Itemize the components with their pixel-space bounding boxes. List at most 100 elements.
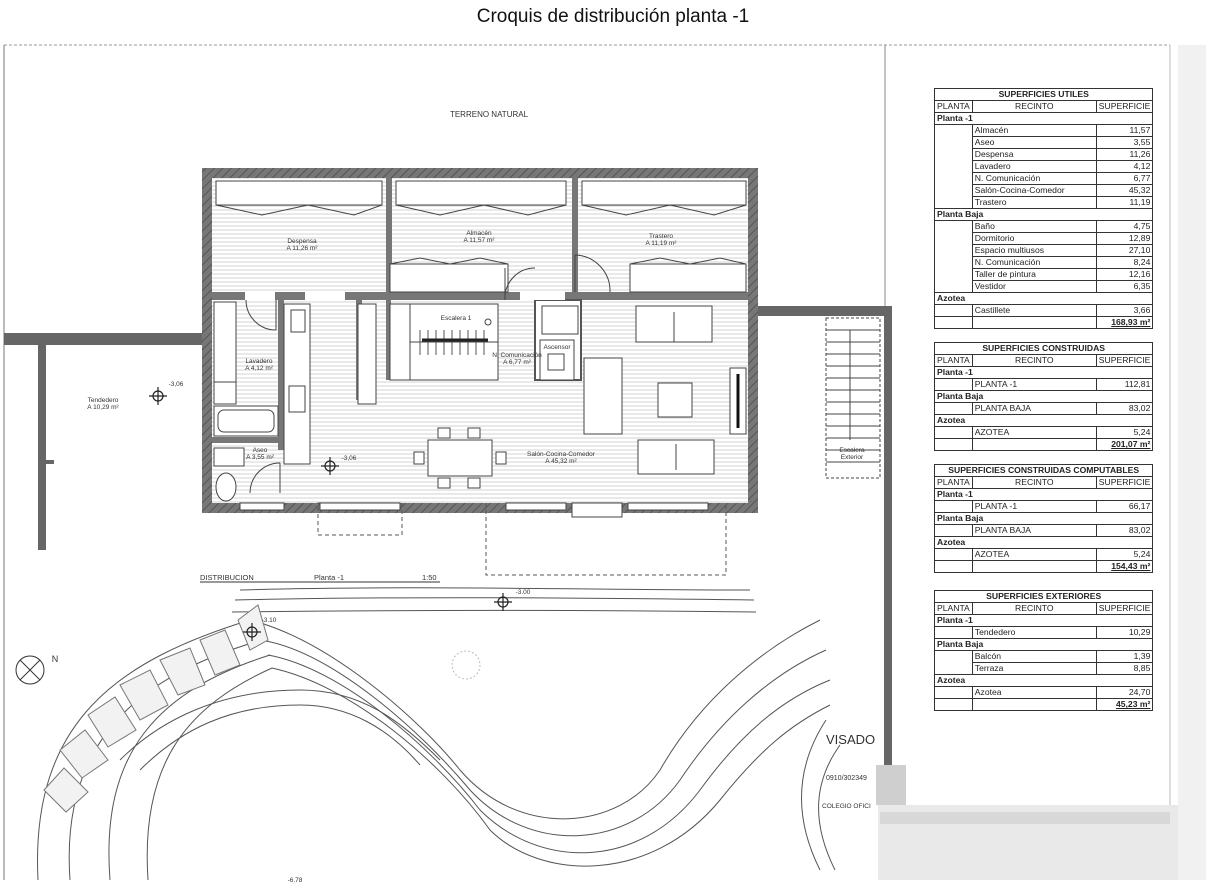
column-header: PLANTA (934, 100, 973, 113)
total-row: 154,43 m² (934, 560, 1154, 573)
room-name: N. Comunicación (492, 352, 542, 359)
column-header: RECINTO (971, 100, 1097, 113)
indent-cell (934, 626, 973, 639)
indent-cell (971, 316, 1097, 329)
indent-cell (971, 560, 1097, 573)
superficie-cell: 112,81 (1095, 378, 1154, 391)
table-title: SUPERFICIES EXTERIORES (933, 590, 1154, 603)
garden-paving (43, 604, 269, 813)
indent-cell (934, 560, 973, 573)
total-cell: 154,43 m² (1095, 560, 1154, 573)
column-header: PLANTA (934, 476, 973, 489)
visado-stamp (876, 765, 1178, 880)
recinto-cell: Azotea (971, 686, 1097, 699)
recinto-cell: Vestidor (971, 280, 1097, 293)
superficie-cell: 11,26 (1095, 148, 1154, 161)
indent-cell (934, 524, 973, 537)
page-title: Croquis de distribución planta -1 (476, 6, 750, 27)
table-title-row: SUPERFICIES UTILES (933, 88, 1154, 101)
recinto-cell: Espacio multiusos (971, 244, 1097, 257)
superficie-cell: 4,75 (1095, 220, 1154, 233)
room-area: A 6,77 m² (503, 359, 532, 366)
recinto-cell: Lavadero (971, 160, 1097, 173)
group-row: Azotea (933, 414, 1154, 427)
superficie-cell: 83,02 (1095, 524, 1154, 537)
group-name: Azotea (933, 292, 1154, 305)
window-sills (239, 502, 709, 518)
caption-floor: Planta -1 (314, 573, 344, 582)
terrain-label: TERRENO NATURAL (450, 110, 529, 119)
table-title-row: SUPERFICIES CONSTRUIDAS (933, 342, 1154, 355)
total-cell: 201,07 m² (1095, 438, 1154, 451)
indent-cell (934, 500, 973, 513)
indent-cell (934, 184, 973, 197)
garden-terraces (37, 587, 841, 881)
superficie-cell: 6,35 (1095, 280, 1154, 293)
recinto-cell: Despensa (971, 148, 1097, 161)
superficie-cell: 11,57 (1095, 124, 1154, 137)
room-name: Despensa (287, 238, 317, 245)
level-value: -3,06 (169, 381, 184, 388)
column-header: SUPERFICIE (1095, 602, 1154, 615)
group-row: Azotea (933, 536, 1154, 549)
indent-cell (934, 426, 973, 439)
indent-cell (934, 160, 973, 173)
room-name: Salón-Cocina-Comedor (527, 451, 596, 458)
column-header: SUPERFICIE (1095, 476, 1154, 489)
indent-cell (934, 256, 973, 269)
doors (245, 254, 611, 494)
recinto-cell: Dormitorio (971, 232, 1097, 245)
level-markers (149, 387, 512, 641)
group-name: Planta -1 (933, 614, 1154, 627)
group-row: Planta -1 (933, 488, 1154, 501)
indent-cell (934, 172, 973, 185)
indent-cell (934, 124, 973, 137)
room-name: Almacén (466, 230, 492, 237)
column-header: PLANTA (934, 354, 973, 367)
superficie-cell: 27,10 (1095, 244, 1154, 257)
indent-cell (934, 650, 973, 663)
indent-cell (934, 438, 973, 451)
room-name: Escalera 1 (441, 315, 472, 322)
caption-scale: 1:50 (422, 573, 437, 582)
level-value: -3,06 (342, 455, 357, 462)
recinto-cell: Tendedero (971, 626, 1097, 639)
superficie-cell: 5,24 (1095, 426, 1154, 439)
indent-cell (934, 316, 973, 329)
group-name: Azotea (933, 674, 1154, 687)
group-name: Planta -1 (933, 366, 1154, 379)
sheet-frame (3, 44, 1206, 880)
table-title: SUPERFICIES CONSTRUIDAS (933, 342, 1154, 355)
recinto-cell: Almacén (971, 124, 1097, 137)
superficie-cell: 5,24 (1095, 548, 1154, 561)
group-name: Planta Baja (933, 390, 1154, 403)
superficie-cell: 12,16 (1095, 268, 1154, 281)
level-value: -6.78 (288, 877, 303, 884)
indent-cell (934, 698, 973, 711)
column-header: SUPERFICIE (1095, 100, 1154, 113)
table-title-row: SUPERFICIES CONSTRUIDAS COMPUTABLES (933, 464, 1154, 477)
column-header: RECINTO (971, 602, 1097, 615)
table-title: SUPERFICIES UTILES (933, 88, 1154, 101)
column-header: PLANTA (934, 602, 973, 615)
level-value: -3.10 (262, 617, 277, 624)
recinto-cell: Trastero (971, 196, 1097, 209)
indent-cell (934, 304, 973, 317)
